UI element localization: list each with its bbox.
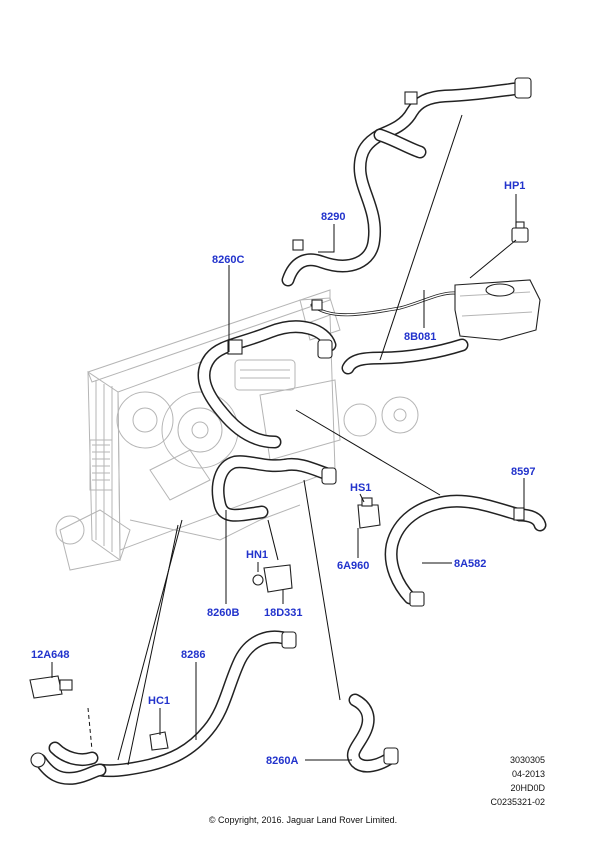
sensor-hp1[interactable] [511,221,529,243]
meta-line-3: 20HD0D [510,783,545,793]
sensor-12a648[interactable] [29,675,93,751]
callout-8260b[interactable]: 8260B [207,607,239,619]
callout-18d331[interactable]: 18D331 [264,607,303,619]
callout-hn1[interactable]: HN1 [246,549,268,561]
expansion-tank[interactable] [341,279,541,375]
hose-8597[interactable] [513,507,547,532]
callout-labels: 8290 HP1 8260C 8B081 8597 HS1 6A960 8A58… [31,180,535,767]
callout-hs1[interactable]: HS1 [350,482,371,494]
bracket-18d331[interactable] [252,564,293,593]
callout-8290[interactable]: 8290 [321,211,345,223]
hose-8286[interactable] [93,630,297,778]
hose-8290[interactable] [281,77,532,287]
illustration-metadata: 3030305 04-2013 20HD0D C0235321-02 [490,755,545,807]
hose-8a582[interactable] [384,494,527,607]
callout-12a648[interactable]: 12A648 [31,649,70,661]
meta-line-4: C0235321-02 [490,797,545,807]
copyright-notice: © Copyright, 2016. Jaguar Land Rover Lim… [209,815,397,825]
meta-line-2: 04-2013 [512,769,545,779]
callout-6a960[interactable]: 6A960 [337,560,369,572]
pipe-8b081[interactable] [310,291,457,317]
callout-8286[interactable]: 8286 [181,649,205,661]
hose-8260a[interactable] [346,693,399,773]
callout-hp1[interactable]: HP1 [504,180,525,192]
hose-8260b[interactable] [211,455,337,522]
lower-outlet[interactable] [30,741,107,785]
callout-8597[interactable]: 8597 [511,466,535,478]
bracket-6a960[interactable] [357,497,381,529]
callout-8260c[interactable]: 8260C [212,254,244,266]
callout-8b081[interactable]: 8B081 [404,331,436,343]
callout-8a582[interactable]: 8A582 [454,558,486,570]
leader-lines [51,114,525,766]
hose-8260c[interactable] [197,320,337,449]
callout-hc1[interactable]: HC1 [148,695,170,707]
clamp-hc1[interactable] [149,731,169,751]
callout-8260a[interactable]: 8260A [266,755,298,767]
meta-line-1: 3030305 [510,755,545,765]
